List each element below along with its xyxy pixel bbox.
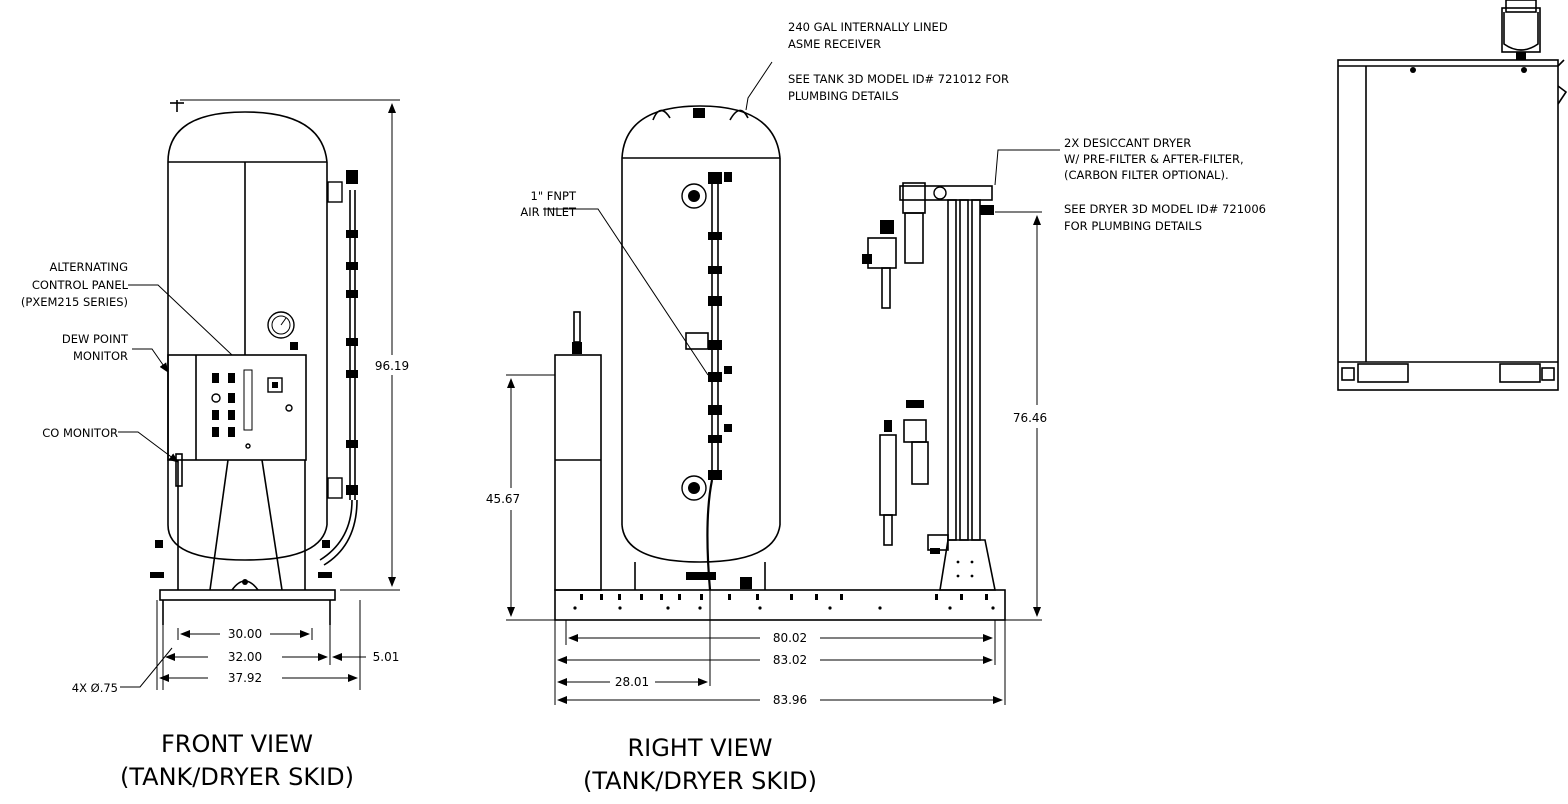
right-view-dimensions [506, 61, 1060, 705]
dew-point-callout-line-2: MONITOR [73, 349, 128, 363]
dryer-callout-line-3: (CARBON FILTER OPTIONAL). [1064, 168, 1229, 182]
air-inlet-callout-line-1: 1" FNPT [531, 189, 577, 203]
front-view-title: FRONT VIEW [161, 730, 313, 758]
front-side-offset-dimension: 5.01 [373, 650, 400, 664]
receiver-callout-line-2: ASME RECEIVER [788, 37, 881, 51]
dryer-callout-line-1: 2X DESICCANT DRYER [1064, 136, 1191, 150]
dryer-callout-line-2: W/ PRE-FILTER & AFTER-FILTER, [1064, 152, 1244, 166]
receiver-callout-line-1: 240 GAL INTERNALLY LINED [788, 20, 948, 34]
control-panel-callout-line-1: ALTERNATING [50, 260, 128, 274]
air-inlet-offset-dimension: 28.01 [615, 675, 649, 689]
right-view-title: RIGHT VIEW [627, 734, 772, 762]
control-panel-callout-line-3: (PXEM215 SERIES) [21, 295, 128, 309]
co-monitor-callout: CO MONITOR [42, 426, 118, 440]
mounting-holes-callout: 4X Ø.75 [72, 681, 118, 695]
front-control-panel [167, 354, 307, 461]
front-view-dimensions [118, 99, 400, 690]
right-tank [621, 105, 781, 590]
front-width-32-dimension: 32.00 [228, 650, 262, 664]
cabinet-height-dimension: 45.67 [486, 492, 520, 506]
dryer-model-callout-line-1: SEE DRYER 3D MODEL ID# 721006 [1064, 202, 1266, 216]
front-plumbing [319, 170, 358, 566]
front-view-subtitle: (TANK/DRYER SKID) [120, 763, 354, 791]
skid-width-80-dimension: 80.02 [773, 631, 807, 645]
right-desiccant-dryer [862, 182, 996, 591]
right-tank-plumbing [685, 172, 732, 591]
front-support-legs [150, 453, 336, 625]
dew-point-callout-line-1: DEW POINT [62, 332, 129, 346]
overall-width-dimension: 83.96 [773, 693, 807, 707]
front-view-drawing [150, 100, 358, 625]
front-width-37-dimension: 37.92 [228, 671, 262, 685]
dryer-model-callout-line-2: FOR PLUMBING DETAILS [1064, 219, 1202, 233]
right-view-subtitle: (TANK/DRYER SKID) [583, 767, 817, 795]
top-view-drawing [1337, 0, 1568, 391]
skid-width-83-dimension: 83.02 [773, 653, 807, 667]
dryer-height-dimension: 76.46 [1013, 411, 1047, 425]
tank-model-callout-line-1: SEE TANK 3D MODEL ID# 721012 FOR [788, 72, 1009, 86]
tank-model-callout-line-2: PLUMBING DETAILS [788, 89, 899, 103]
front-tank [167, 100, 328, 561]
control-panel-callout-line-2: CONTROL PANEL [32, 278, 129, 292]
right-skid-base [554, 589, 1006, 621]
front-width-30-dimension: 30.00 [228, 627, 262, 641]
front-height-dimension: 96.19 [375, 359, 409, 373]
air-inlet-callout-line-2: AIR INLET [520, 205, 577, 219]
right-view-drawing [554, 105, 1006, 621]
